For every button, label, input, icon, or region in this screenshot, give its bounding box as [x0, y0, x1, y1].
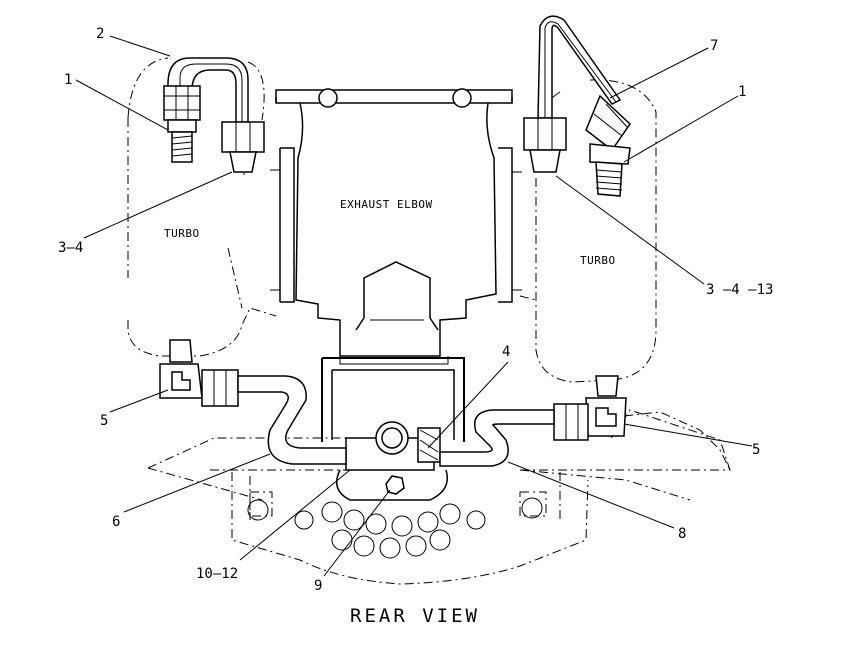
- exhaust-elbow-label: EXHAUST ELBOW: [340, 198, 433, 211]
- callout-1-left: 1: [64, 72, 72, 88]
- left-oil-supply-line: [163, 57, 265, 173]
- callout-7: 7: [710, 38, 718, 54]
- callout-3-4-13: 3 –4 –13: [706, 282, 773, 298]
- right-oil-supply-line: [523, 15, 631, 197]
- exhaust-elbow: [270, 88, 522, 357]
- turbo-left-label: TURBO: [164, 227, 200, 240]
- callout-6: 6: [112, 514, 120, 530]
- turbo-right-label: TURBO: [580, 254, 616, 267]
- left-turbo-outline: [127, 57, 277, 357]
- callout-2-left: 2: [96, 26, 104, 42]
- callout-10-12: 10–12: [196, 566, 238, 582]
- right-drain-line: [439, 375, 627, 467]
- left-drain-line: [159, 339, 347, 465]
- callout-1-right: 1: [738, 84, 746, 100]
- callout-5-left: 5: [100, 413, 108, 429]
- callout-4-center: 4: [502, 344, 510, 360]
- callout-8: 8: [678, 526, 686, 542]
- callout-9: 9: [314, 578, 322, 594]
- callout-5-right: 5: [752, 442, 760, 458]
- engine-block: [147, 409, 731, 585]
- leader-lines: [75, 35, 753, 577]
- callout-3-4-left: 3–4: [58, 240, 83, 256]
- rear-view-caption: REAR VIEW: [350, 605, 480, 627]
- drain-housing: [321, 356, 465, 501]
